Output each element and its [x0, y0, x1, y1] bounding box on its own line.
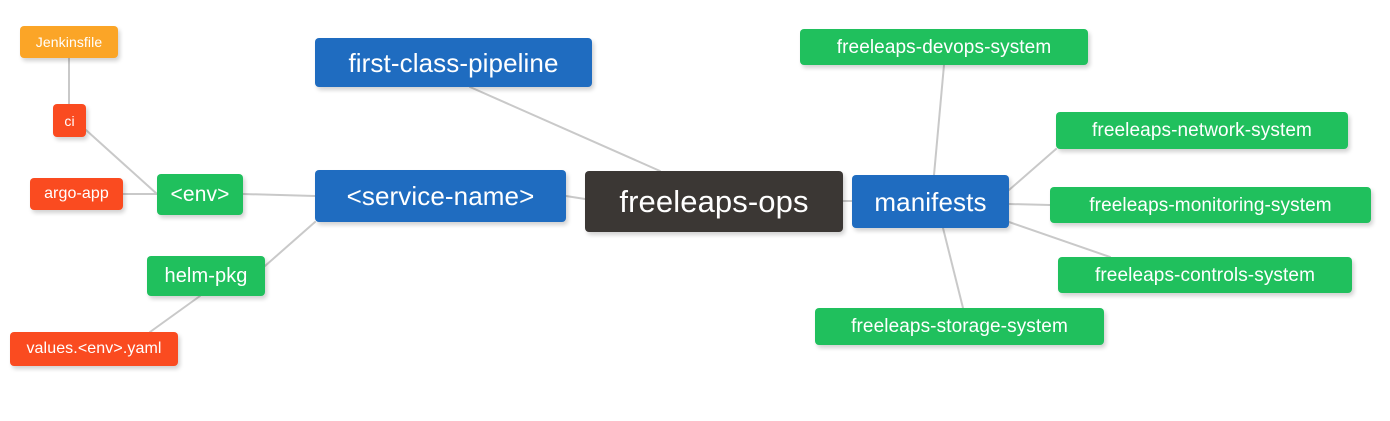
node-pipeline[interactable]: first-class-pipeline [315, 38, 592, 87]
node-env[interactable]: <env> [157, 174, 243, 215]
edge-manifests-to-storage [942, 227, 964, 309]
edge-helm-pkg-to-values-yaml [149, 295, 201, 333]
edge-manifests-to-controls [1008, 221, 1111, 258]
node-values-yaml[interactable]: values.<env>.yaml [10, 332, 178, 366]
node-controls[interactable]: freeleaps-controls-system [1058, 257, 1352, 293]
edge-service-name-to-helm-pkg [264, 221, 316, 267]
node-jenkinsfile[interactable]: Jenkinsfile [20, 26, 118, 58]
node-devops[interactable]: freeleaps-devops-system [800, 29, 1088, 65]
node-manifests[interactable]: manifests [852, 175, 1009, 228]
edge-env-to-service-name [242, 193, 316, 197]
edge-manifests-to-devops [933, 64, 945, 176]
node-ci[interactable]: ci [53, 104, 86, 137]
edge-pipeline-to-root [469, 86, 661, 172]
node-network[interactable]: freeleaps-network-system [1056, 112, 1348, 149]
node-service-name[interactable]: <service-name> [315, 170, 566, 222]
node-helm-pkg[interactable]: helm-pkg [147, 256, 265, 296]
node-argo-app[interactable]: argo-app [30, 178, 123, 210]
edge-manifests-to-network [1008, 148, 1057, 191]
edge-service-name-to-root [565, 195, 586, 200]
node-storage[interactable]: freeleaps-storage-system [815, 308, 1104, 345]
node-monitoring[interactable]: freeleaps-monitoring-system [1050, 187, 1371, 223]
node-root[interactable]: freeleaps-ops [585, 171, 843, 232]
edge-manifests-to-monitoring [1008, 203, 1051, 206]
